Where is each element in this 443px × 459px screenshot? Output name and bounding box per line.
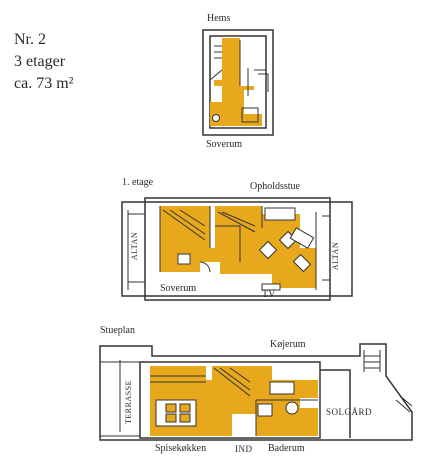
ground-floor-plan xyxy=(99,343,413,441)
first-floor-plan xyxy=(121,197,353,301)
first-floor-room-balcony-left: ALTAN xyxy=(130,231,139,261)
hems-plan xyxy=(202,29,274,136)
ground-floor-room-terrace: TERRASSE xyxy=(124,380,133,425)
hems-floor-fill xyxy=(210,38,262,126)
first-floor-room-tv: TV xyxy=(262,289,276,300)
first-floor-room-balcony-right: ALTAN xyxy=(331,241,340,271)
first-floor-title: 1. etage xyxy=(122,177,154,188)
hems-room-bedroom: Soverum xyxy=(206,139,243,150)
first-floor-room-bedroom: Soverum xyxy=(160,283,197,294)
ground-floor-title: Stueplan xyxy=(100,325,135,336)
ground-floor-room-bathroom: Baderum xyxy=(268,443,305,454)
plan-number: Nr. 2 xyxy=(14,31,46,48)
ground-floor-room-dining-kitchen: Spisekøkken xyxy=(155,443,207,454)
floor-area: ca. 73 m² xyxy=(14,75,74,92)
floor-count: 3 etager xyxy=(14,53,66,70)
ground-floor-room-sun-room: SOLGÅRD xyxy=(326,407,373,417)
ground-floor-room-entrance: IND xyxy=(235,444,253,454)
hems-title: Hems xyxy=(207,13,231,24)
first-floor-fill xyxy=(160,206,316,288)
first-floor-room-living: Opholdsstue xyxy=(250,181,300,192)
ground-floor-room-kitchen-top: Køjerum xyxy=(270,339,306,350)
